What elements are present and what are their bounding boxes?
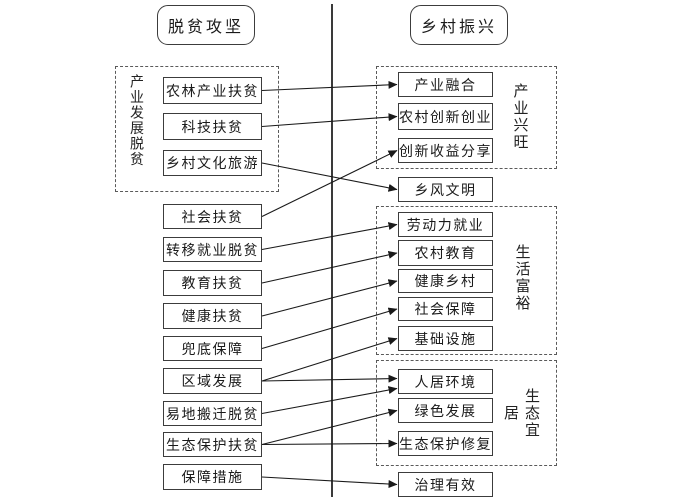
group-label-affluent-life: 生活富裕 <box>513 244 530 312</box>
node-living-environment: 人居环境 <box>398 369 493 394</box>
node-regional-development: 区域发展 <box>163 368 262 394</box>
node-innovation-income-sharing: 创新收益分享 <box>398 138 493 163</box>
node-ecological-protection-poverty-relief: 生态保护扶贫 <box>163 432 262 457</box>
node-rural-culture-tourism: 乡村文化旅游 <box>163 150 262 176</box>
node-science-tech-poverty-relief: 科技扶贫 <box>163 113 262 140</box>
group-label-industry-prosperity: 产业兴旺 <box>511 83 528 151</box>
node-health-poverty-relief: 健康扶贫 <box>163 303 262 329</box>
node-relocation-poverty-relief: 易地搬迁脱贫 <box>163 401 262 426</box>
node-healthy-village: 健康乡村 <box>398 269 493 293</box>
node-rural-civility: 乡风文明 <box>398 177 493 202</box>
node-infrastructure: 基础设施 <box>398 326 493 351</box>
node-safeguard-measures: 保障措施 <box>163 464 262 490</box>
node-green-development: 绿色发展 <box>398 398 493 423</box>
divider-line <box>331 4 333 497</box>
node-labor-employment: 劳动力就业 <box>398 212 493 237</box>
node-ecological-protection-restoration: 生态保护修复 <box>398 431 493 456</box>
node-rural-innovation-entrepreneurship: 农村创新创业 <box>398 103 493 130</box>
node-industry-integration: 产业融合 <box>398 72 493 97</box>
node-social-poverty-relief: 社会扶贫 <box>163 204 262 229</box>
node-social-security: 社会保障 <box>398 297 493 321</box>
node-basic-safety-net: 兜底保障 <box>163 336 262 361</box>
node-education-poverty-relief: 教育扶贫 <box>163 270 262 296</box>
node-employment-transfer-poverty-relief: 转移就业脱贫 <box>163 237 262 262</box>
title-rural-revitalization: 乡村振兴 <box>410 5 508 45</box>
group-label-industry-development-poverty: 产业发展脱贫 <box>128 73 143 167</box>
node-rural-education: 农村教育 <box>398 240 493 266</box>
node-agroforestry-industry-poverty-relief: 农林产业扶贫 <box>163 77 262 104</box>
edge-baozhangcuoshi-to-zhili <box>261 476 398 489</box>
group-label-ecological-livability: 生态宜居 <box>502 387 539 439</box>
title-poverty-alleviation: 脱贫攻坚 <box>157 5 255 45</box>
group-industry-development-poverty <box>115 66 279 192</box>
node-effective-governance: 治理有效 <box>398 472 493 497</box>
